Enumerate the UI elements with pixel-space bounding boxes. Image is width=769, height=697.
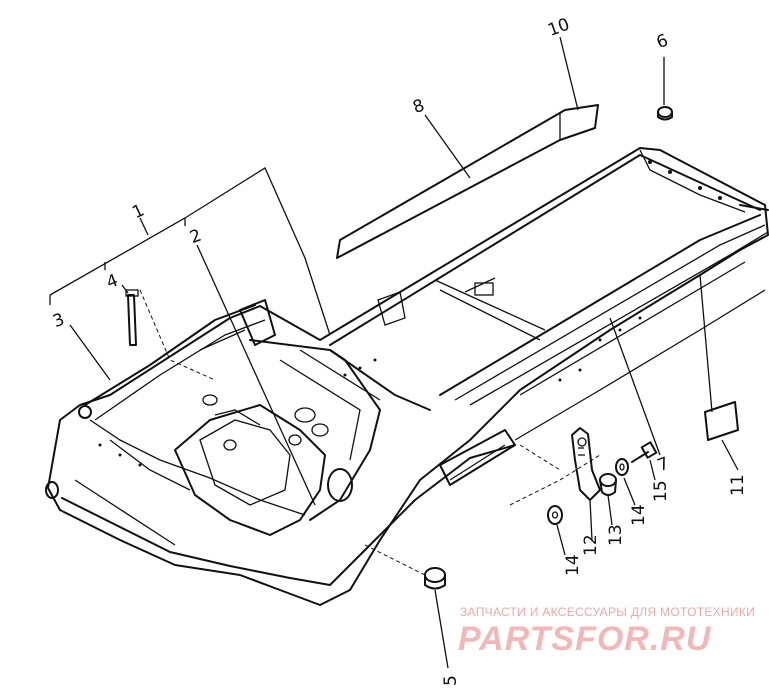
callout-11: 11 bbox=[728, 474, 748, 496]
part-14-washers bbox=[547, 458, 629, 525]
callout-7: 7 bbox=[655, 454, 672, 476]
callout-14b: 14 bbox=[563, 554, 583, 576]
frame-chassis bbox=[45, 147, 769, 606]
callout-10: 10 bbox=[545, 15, 572, 41]
callout-13: 13 bbox=[606, 524, 626, 546]
callout-1: 1 bbox=[129, 200, 147, 223]
callout-15: 15 bbox=[651, 480, 671, 502]
callout-14a: 14 bbox=[629, 504, 649, 526]
part-8-decal-strip bbox=[336, 104, 599, 259]
part-13-collar bbox=[599, 473, 617, 496]
leader-lines bbox=[49, 36, 739, 669]
callout-8: 8 bbox=[410, 96, 427, 118]
assembly-dashed-outline bbox=[509, 454, 601, 506]
watermark-tagline: ЗАПЧАСТИ И АКСЕССУАРЫ ДЛЯ МОТОТЕХНИКИ bbox=[460, 605, 755, 619]
callout-3: 3 bbox=[50, 310, 67, 332]
callout-2: 2 bbox=[187, 226, 204, 248]
part-15-bolt bbox=[631, 441, 658, 463]
watermark-logo: PARTSFOR.RU bbox=[458, 620, 712, 658]
part-11-label bbox=[704, 401, 739, 441]
part-12-bracket bbox=[571, 427, 601, 501]
part-4-bolt bbox=[125, 289, 139, 346]
part-5-plug bbox=[424, 567, 446, 590]
callout-labels: 1 2 3 4 5 6 7 8 10 11 12 13 14 14 15 bbox=[50, 15, 748, 686]
callout-6: 6 bbox=[654, 31, 671, 53]
callout-5: 5 bbox=[441, 675, 461, 686]
part-6-plug bbox=[657, 106, 673, 121]
deck-bolt-holes bbox=[98, 160, 722, 467]
watermark: ЗАПЧАСТИ И АКСЕССУАРЫ ДЛЯ МОТОТЕХНИКИ PA… bbox=[458, 605, 755, 658]
callout-4: 4 bbox=[104, 271, 121, 293]
callout-12: 12 bbox=[581, 534, 601, 556]
